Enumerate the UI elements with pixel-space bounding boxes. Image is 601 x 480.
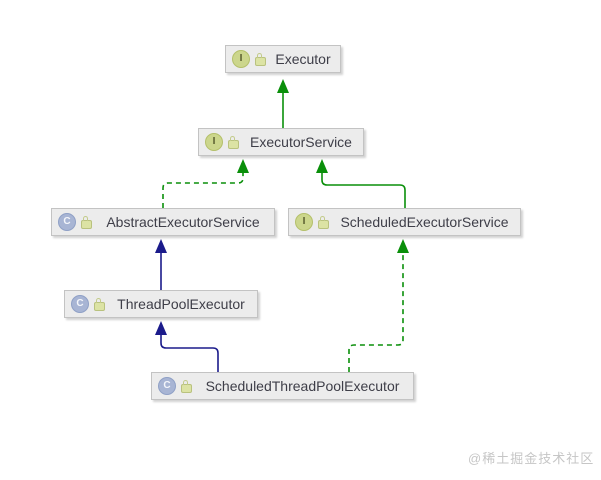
lock-icon [94, 297, 105, 311]
class-node-scheduledthreadpoolexecutor[interactable]: C ScheduledThreadPoolExecutor [151, 372, 414, 400]
node-label: ScheduledExecutorService [340, 214, 509, 230]
interface-icon: I [205, 133, 223, 151]
arrowhead-up [277, 79, 289, 93]
class-icon: C [58, 213, 76, 231]
edge-abstractexecutorservice-implements-executorservice [162, 172, 244, 208]
edge-scheduledthreadpoolexecutor-extends-threadpoolexecutor [160, 334, 219, 372]
lock-icon [255, 52, 266, 66]
arrowhead-up [155, 321, 167, 335]
lock-icon [81, 215, 92, 229]
edge-scheduledthreadpoolexecutor-implements-scheduledexecutorservice [348, 252, 404, 372]
class-node-executor[interactable]: I Executor [225, 45, 341, 73]
lock-icon [228, 135, 239, 149]
class-node-threadpoolexecutor[interactable]: C ThreadPoolExecutor [64, 290, 258, 318]
edge-scheduledexecutorservice-extends-executorservice [321, 172, 406, 208]
arrowhead-up [316, 159, 328, 173]
arrowhead-up [155, 239, 167, 253]
class-icon: C [71, 295, 89, 313]
node-label: ExecutorService [250, 134, 352, 150]
arrowhead-up [397, 239, 409, 253]
watermark: @稀土掘金技术社区 [468, 451, 595, 466]
class-node-abstractexecutorservice[interactable]: C AbstractExecutorService [51, 208, 275, 236]
node-label: Executor [275, 51, 331, 67]
interface-icon: I [232, 50, 250, 68]
lock-icon [318, 215, 329, 229]
class-node-executorservice[interactable]: I ExecutorService [198, 128, 364, 156]
node-label: ThreadPoolExecutor [117, 296, 245, 312]
arrowhead-up [237, 159, 249, 173]
node-label: ScheduledThreadPoolExecutor [205, 378, 400, 394]
lock-icon [181, 379, 192, 393]
interface-icon: I [295, 213, 313, 231]
class-node-scheduledexecutorservice[interactable]: I ScheduledExecutorService [288, 208, 521, 236]
class-icon: C [158, 377, 176, 395]
node-label: AbstractExecutorService [106, 214, 260, 230]
